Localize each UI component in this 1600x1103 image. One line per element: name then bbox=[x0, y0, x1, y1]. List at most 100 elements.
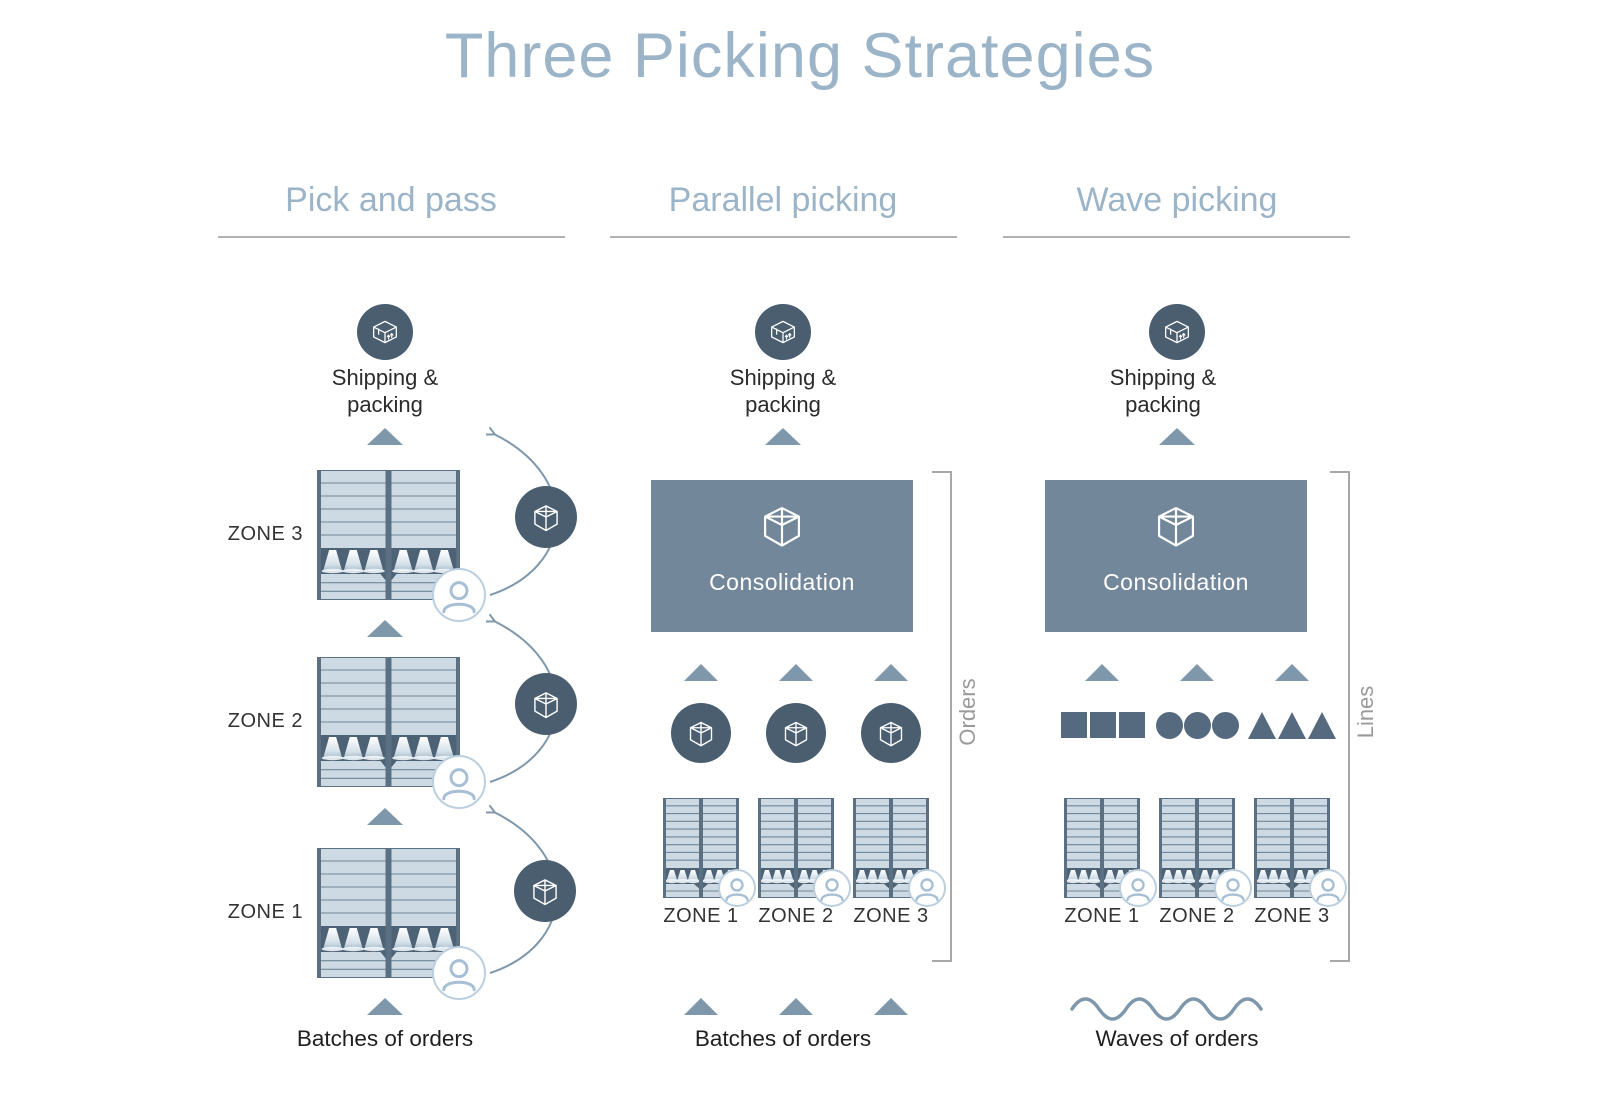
up-arrow-icon bbox=[1159, 428, 1195, 445]
up-arrow-icon bbox=[367, 998, 403, 1015]
square-shape bbox=[1061, 712, 1087, 738]
lines-bracket-label: Lines bbox=[1353, 685, 1378, 739]
rack-graphic bbox=[317, 470, 460, 600]
up-arrow-icon bbox=[684, 998, 718, 1015]
closed-box-icon bbox=[771, 320, 795, 344]
up-arrow-icon bbox=[1180, 664, 1214, 681]
circle-shape bbox=[1184, 712, 1211, 739]
shipping-packing-icon bbox=[1149, 304, 1205, 360]
zone-rack bbox=[853, 798, 946, 907]
open-box-icon bbox=[879, 721, 903, 747]
header-underline bbox=[218, 236, 565, 238]
zone-label: ZONE 3 bbox=[227, 523, 303, 545]
up-arrow-icon bbox=[874, 664, 908, 681]
person-icon bbox=[432, 946, 486, 1000]
rack-graphic bbox=[1064, 798, 1140, 898]
up-arrow-icon bbox=[779, 664, 813, 681]
person-icon bbox=[1119, 869, 1157, 907]
zone-rack bbox=[317, 470, 486, 622]
box-icon bbox=[671, 703, 731, 763]
up-arrow-icon bbox=[1275, 664, 1309, 681]
rack-graphic bbox=[1159, 798, 1235, 898]
rack-graphic bbox=[663, 798, 739, 898]
lines-bracket bbox=[1330, 471, 1350, 962]
bottom-label: Batches of orders bbox=[694, 1026, 872, 1051]
zone-rack bbox=[317, 657, 486, 809]
closed-box-icon bbox=[373, 320, 397, 344]
zone-rack bbox=[663, 798, 756, 907]
person-icon bbox=[908, 869, 946, 907]
column-header-parallel: Parallel picking bbox=[668, 181, 898, 219]
zone-label: ZONE 1 bbox=[227, 901, 303, 923]
box-icon bbox=[514, 860, 576, 922]
header-underline bbox=[1003, 236, 1350, 238]
box-icon bbox=[861, 703, 921, 763]
box-icon bbox=[515, 486, 577, 548]
person-icon bbox=[432, 755, 486, 809]
up-arrow-icon bbox=[367, 808, 403, 825]
up-arrow-icon bbox=[367, 620, 403, 637]
up-arrow-icon bbox=[684, 664, 718, 681]
zone-rack bbox=[317, 848, 486, 1000]
shipping-packing-icon bbox=[357, 304, 413, 360]
person-icon bbox=[1309, 869, 1347, 907]
triangle-shape bbox=[1248, 712, 1276, 739]
column-header-wave: Wave picking bbox=[1076, 181, 1278, 219]
wave-line-icon bbox=[1070, 997, 1263, 1021]
bottom-label: Waves of orders bbox=[1095, 1026, 1259, 1051]
up-arrow-icon bbox=[367, 428, 403, 445]
open-box-icon bbox=[533, 879, 557, 906]
zone-rack bbox=[1254, 798, 1347, 907]
open-box-icon bbox=[534, 505, 558, 532]
consolidation-label: Consolidation bbox=[709, 569, 855, 595]
rack-graphic bbox=[317, 848, 460, 978]
shipping-label: Shipping & packing bbox=[1109, 365, 1217, 417]
square-shape bbox=[1090, 712, 1116, 738]
up-arrow-icon bbox=[1085, 664, 1119, 681]
orders-bracket-label: Orders bbox=[955, 678, 980, 746]
header-underline bbox=[610, 236, 957, 238]
box-icon bbox=[515, 673, 577, 735]
open-box-icon bbox=[753, 496, 811, 559]
shipping-packing-icon bbox=[755, 304, 811, 360]
person-icon bbox=[1214, 869, 1252, 907]
up-arrow-icon bbox=[874, 998, 908, 1015]
open-box-icon bbox=[689, 721, 713, 747]
open-box-icon bbox=[763, 506, 801, 547]
zone-label: ZONE 2 bbox=[227, 710, 303, 732]
zone-rack bbox=[1159, 798, 1252, 907]
person-icon bbox=[813, 869, 851, 907]
circle-shape bbox=[1156, 712, 1183, 739]
zone-rack bbox=[758, 798, 851, 907]
up-arrow-icon bbox=[779, 998, 813, 1015]
person-icon bbox=[432, 568, 486, 622]
circle-shape bbox=[1212, 712, 1239, 739]
orders-bracket bbox=[932, 471, 952, 962]
person-icon bbox=[718, 869, 756, 907]
consolidation-label: Consolidation bbox=[1103, 569, 1249, 595]
order-group-circles bbox=[1156, 712, 1239, 739]
box-icon bbox=[766, 703, 826, 763]
zone-label: ZONE 1 bbox=[663, 905, 739, 927]
zone-label: ZONE 3 bbox=[1254, 905, 1330, 927]
bottom-label: Batches of orders bbox=[296, 1026, 474, 1051]
order-group-squares bbox=[1061, 712, 1145, 738]
column-header-pick-and-pass: Pick and pass bbox=[285, 181, 497, 219]
order-group-triangles bbox=[1248, 712, 1336, 739]
zone-label: ZONE 1 bbox=[1064, 905, 1140, 927]
open-box-icon bbox=[1147, 496, 1205, 559]
triangle-shape bbox=[1278, 712, 1306, 739]
page-title: Three Picking Strategies bbox=[444, 21, 1156, 91]
consolidation-box: Consolidation bbox=[651, 480, 913, 632]
open-box-icon bbox=[534, 692, 558, 719]
zone-label: ZONE 2 bbox=[758, 905, 834, 927]
consolidation-box: Consolidation bbox=[1045, 480, 1307, 632]
square-shape bbox=[1119, 712, 1145, 738]
shipping-label: Shipping & packing bbox=[729, 365, 837, 417]
zone-label: ZONE 3 bbox=[853, 905, 929, 927]
up-arrow-icon bbox=[765, 428, 801, 445]
rack-graphic bbox=[317, 657, 460, 787]
open-box-icon bbox=[1157, 506, 1195, 547]
closed-box-icon bbox=[1165, 320, 1189, 344]
